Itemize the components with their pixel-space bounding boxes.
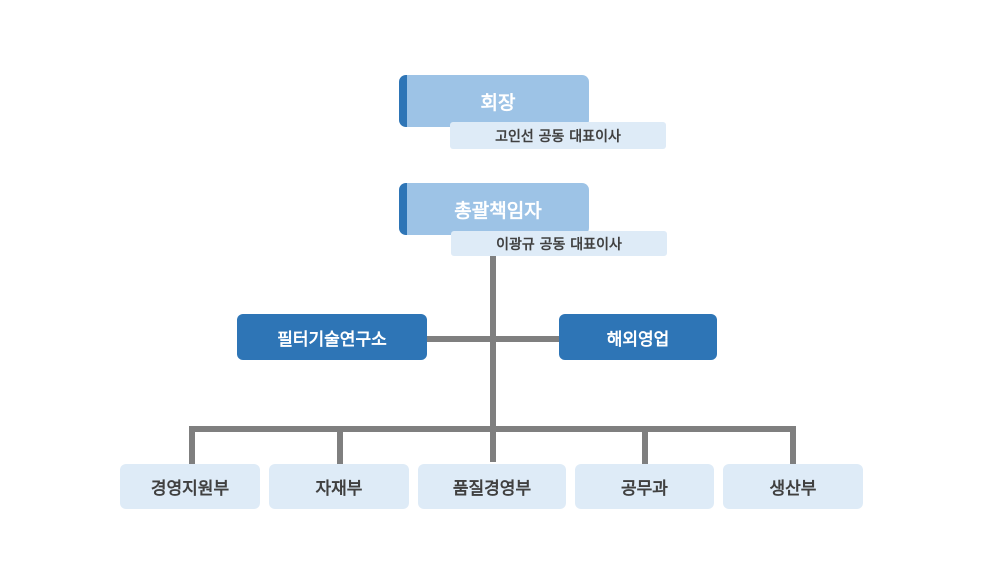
research-lab-label: 필터기술연구소 (277, 329, 387, 350)
director-box: 총괄책임자 (399, 183, 589, 235)
drop-line-4 (642, 426, 648, 464)
vertical-trunk-line (490, 254, 496, 462)
research-lab-box: 필터기술연구소 (237, 314, 427, 360)
director-name: 이광규 공동 대표이사 (496, 236, 622, 253)
overseas-sales-box: 해외영업 (559, 314, 717, 360)
department-label-1: 경영지원부 (150, 479, 230, 499)
drop-line-5 (790, 426, 796, 464)
department-label-5: 생산부 (769, 479, 817, 499)
drop-line-1 (189, 426, 195, 464)
department-box-1: 경영지원부 (120, 464, 260, 509)
department-bus-line (189, 426, 796, 432)
department-box-2: 자재부 (269, 464, 409, 509)
department-box-3: 품질경영부 (418, 464, 566, 509)
department-box-5: 생산부 (723, 464, 863, 509)
director-name-plate: 이광규 공동 대표이사 (451, 231, 667, 256)
department-label-3: 품질경영부 (452, 479, 532, 499)
chairman-name-plate: 고인선 공동 대표이사 (450, 122, 666, 149)
middle-horizontal-line (426, 336, 560, 342)
department-box-4: 공무과 (575, 464, 714, 509)
department-label-2: 자재부 (315, 479, 363, 499)
chairman-title: 회장 (480, 91, 516, 114)
director-title: 총괄책임자 (454, 199, 542, 222)
overseas-sales-label: 해외영업 (606, 329, 670, 350)
department-label-4: 공무과 (621, 479, 668, 499)
drop-line-2 (337, 426, 343, 464)
chairman-box: 회장 (399, 75, 589, 127)
chairman-name: 고인선 공동 대표이사 (495, 128, 621, 145)
